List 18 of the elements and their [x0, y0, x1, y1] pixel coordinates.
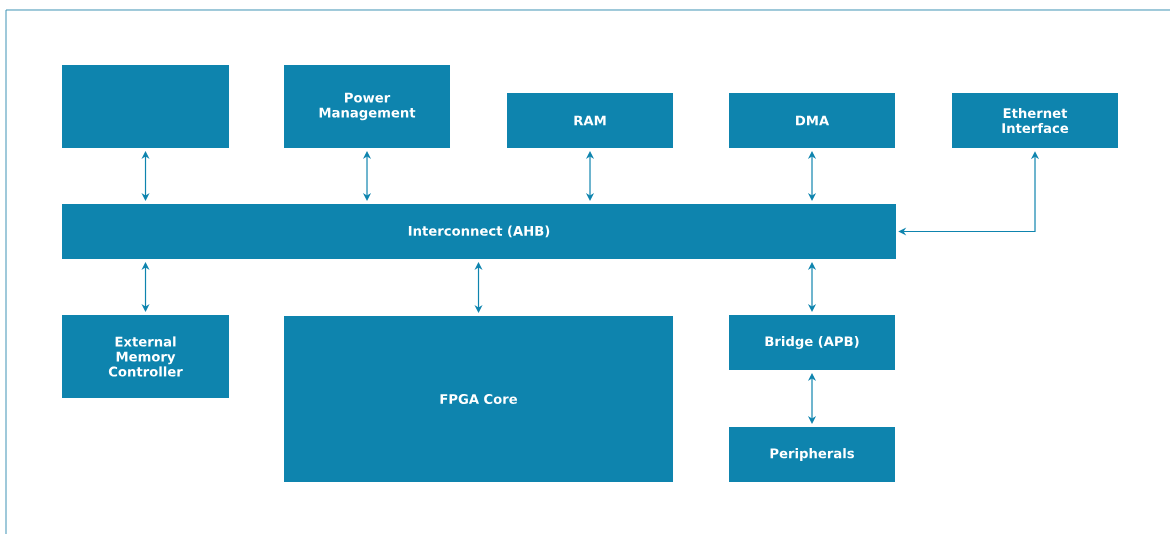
- arrow: [474, 262, 483, 313]
- block-box: Power Management: [284, 65, 450, 148]
- block-box: Peripherals: [729, 427, 895, 482]
- arrow: [807, 262, 817, 312]
- block-box: [62, 65, 229, 148]
- block-box: FPGA Core: [284, 316, 673, 482]
- block-box: DMA: [729, 93, 895, 148]
- arrow: [141, 151, 150, 201]
- block-box: External Memory Controller: [62, 315, 229, 398]
- arrow: [807, 151, 817, 201]
- bus-bar: Interconnect (AHB): [62, 204, 896, 259]
- arrow: [807, 373, 817, 424]
- arrow: [141, 262, 150, 312]
- block-box: Ethernet Interface: [952, 93, 1118, 148]
- arrow: [362, 151, 372, 201]
- block-box: RAM: [507, 93, 673, 148]
- arrow: [585, 151, 595, 201]
- block-box: Bridge (APB): [729, 315, 895, 370]
